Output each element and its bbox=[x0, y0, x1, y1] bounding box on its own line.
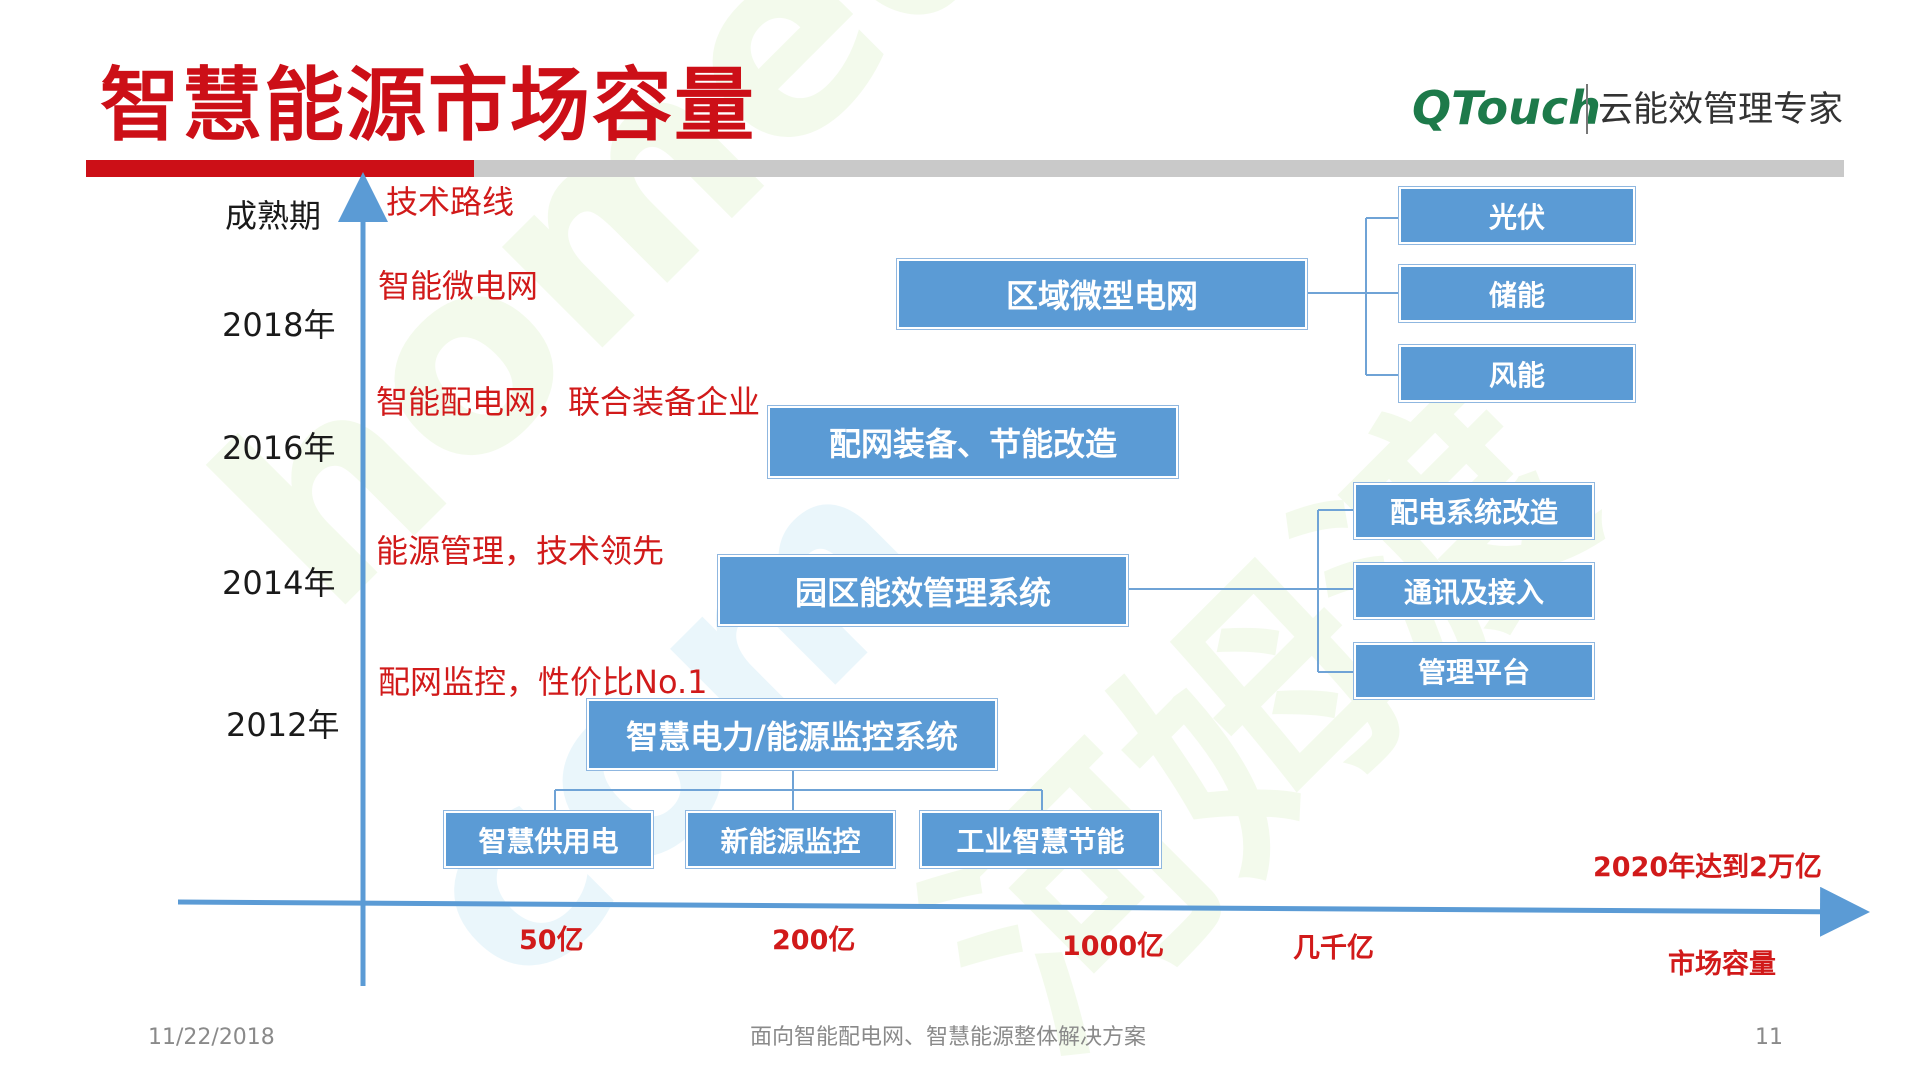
brand-tagline: 云能效管理专家 bbox=[1598, 90, 1844, 130]
stage-caption-energy-mgmt: 能源管理，技术领先 bbox=[376, 532, 665, 570]
box-park-efficiency-system: 园区能效管理系统 bbox=[717, 554, 1129, 627]
footer-page-number: 11 bbox=[1755, 1025, 1783, 1050]
box-energy-storage: 储能 bbox=[1398, 264, 1636, 323]
box-distribution-retrofit: 配电系统改造 bbox=[1353, 482, 1595, 540]
box-management-platform: 管理平台 bbox=[1353, 642, 1595, 700]
x-axis-end-note: 2020年达到2万亿 bbox=[1593, 852, 1822, 883]
y-axis-top-label: 成熟期 bbox=[225, 197, 322, 235]
footer-date: 11/22/2018 bbox=[148, 1025, 275, 1050]
stage-caption-monitoring: 配网监控，性价比No.1 bbox=[378, 663, 708, 701]
page-title: 智慧能源市场容量 bbox=[100, 59, 756, 152]
x-axis bbox=[177, 886, 1870, 937]
title-underline-gray bbox=[474, 160, 1844, 177]
box-new-energy-monitoring: 新能源监控 bbox=[685, 810, 896, 869]
box-smart-power-supply: 智慧供用电 bbox=[443, 810, 654, 869]
x-tick-thousands: 几千亿 bbox=[1293, 933, 1374, 964]
stage-caption-microgrid: 智能微电网 bbox=[378, 267, 539, 305]
box-wind-power: 风能 bbox=[1398, 344, 1636, 403]
connector-park bbox=[1128, 509, 1355, 673]
x-tick-200: 200亿 bbox=[772, 925, 856, 956]
box-smart-power-monitoring: 智慧电力/能源监控系统 bbox=[586, 698, 998, 771]
x-tick-50: 50亿 bbox=[519, 925, 584, 956]
footer-subtitle: 面向智能配电网、智慧能源整体解决方案 bbox=[750, 1025, 1147, 1050]
connector-microgrid bbox=[1306, 217, 1400, 376]
y-tick-2014: 2014年 bbox=[222, 564, 336, 602]
stage-caption-distribution: 智能配电网，联合装备企业 bbox=[376, 383, 761, 421]
brand-logo: QTouch bbox=[1412, 81, 1601, 135]
y-tick-2012: 2012年 bbox=[226, 706, 340, 744]
box-regional-microgrid: 区域微型电网 bbox=[896, 258, 1308, 330]
logo-divider bbox=[1586, 84, 1588, 134]
box-photovoltaic: 光伏 bbox=[1398, 186, 1636, 245]
box-industrial-energy-saving: 工业智慧节能 bbox=[919, 810, 1162, 869]
y-axis-title: 技术路线 bbox=[386, 183, 515, 221]
x-axis-title: 市场容量 bbox=[1668, 949, 1776, 980]
box-communication-access: 通讯及接入 bbox=[1353, 562, 1595, 620]
x-tick-1000: 1000亿 bbox=[1062, 931, 1165, 962]
y-tick-2016: 2016年 bbox=[222, 429, 336, 467]
connector-monitoring bbox=[554, 770, 1043, 813]
box-distribution-equipment: 配网装备、节能改造 bbox=[767, 405, 1179, 479]
y-tick-2018: 2018年 bbox=[222, 306, 336, 344]
